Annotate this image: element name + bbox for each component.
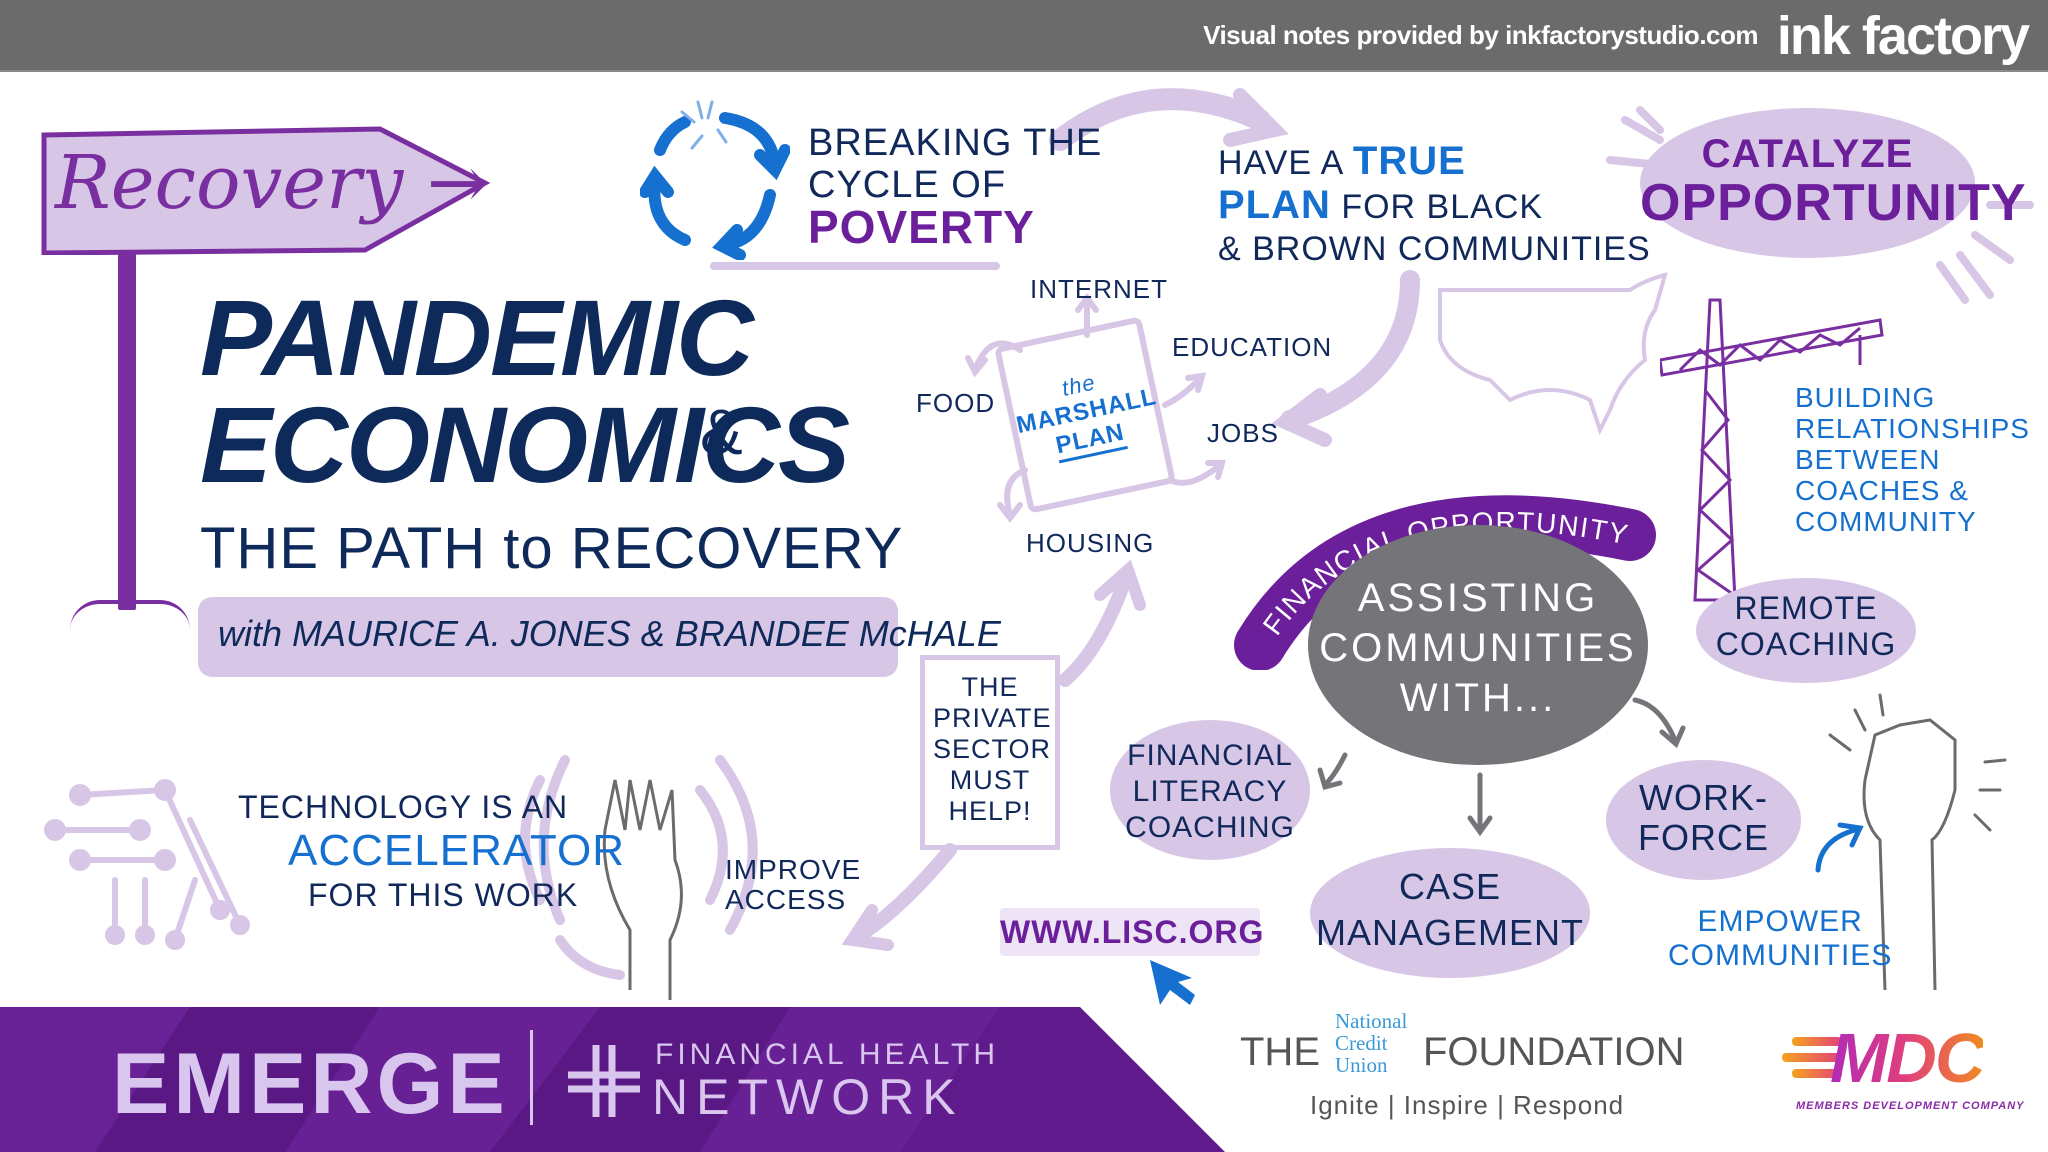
branch-education: EDUCATION — [1172, 332, 1333, 362]
fhn-asterisk-icon — [568, 1045, 640, 1117]
sign-label: Recovery → — [55, 140, 489, 226]
financial-literacy-bubble: FINANCIAL LITERACY COACHING — [1110, 720, 1310, 860]
ncuf-tagline: Ignite | Inspire | Respond — [1310, 1090, 1625, 1120]
catalyze-opportunity-bubble: CATALYZE OPPORTUNITY — [1640, 108, 2026, 258]
speakers-banner: with MAURICE A. JONES & BRANDEE McHALE — [198, 597, 1001, 677]
usa-map-icon — [1438, 272, 1668, 436]
raised-fist-icon — [1862, 718, 1957, 991]
logo-divider — [530, 1030, 533, 1125]
workforce-bubble: WORK- FORCE — [1606, 760, 1801, 880]
mdc-speed-lines-icon — [1782, 1037, 1842, 1078]
cycle-arrows-icon — [640, 100, 790, 260]
mdc-subtitle: MEMBERS DEVELOPMENT COMPANY — [1796, 1100, 2025, 1112]
title-line-2: ECONOMICS — [200, 384, 850, 505]
assisting-communities-bubble: ASSISTING COMMUNITIES WITH... — [1308, 525, 1648, 765]
recovery-sign — [41, 126, 490, 255]
building-relationships-text: BUILDING RELATIONSHIPS BETWEEN COACHES &… — [1795, 382, 2030, 537]
private-sector-speech-box: THE PRIVATE SECTOR MUST HELP! — [920, 655, 1060, 850]
ncuf-foundation: FOUNDATION — [1423, 1030, 1685, 1074]
curved-arrow-icon — [1049, 88, 1271, 151]
title-line-1: PANDEMIC — [200, 277, 754, 398]
lisc-website-link[interactable]: WWW.LISC.ORG — [1000, 908, 1263, 956]
fhn-line-1: FINANCIAL HEALTH — [655, 1038, 1000, 1071]
curved-arrow-icon — [1280, 270, 1420, 430]
sign-base — [70, 600, 190, 630]
title-line-3: THE PATH to RECOVERY — [200, 516, 904, 581]
technology-accelerator-text: TECHNOLOGY is an ACCELERATOR for THIS WO… — [238, 789, 626, 913]
branch-jobs: JOBS — [1207, 418, 1279, 448]
sign-post — [118, 250, 136, 610]
branch-housing: HOUSING — [1026, 528, 1155, 558]
breaking-cycle-text: BREAKING the CYCLE of POVERTY — [808, 122, 1103, 253]
emerge-logo: EMERGE — [112, 1036, 509, 1132]
mdc-logo: MDC — [1830, 1019, 1985, 1097]
ncuf-the: THE — [1240, 1030, 1320, 1074]
cursor-icon — [1150, 960, 1195, 1005]
empower-communities-text: EMPOWER COMMUNITIES — [1668, 905, 1893, 972]
arrow-right-icon: → — [426, 140, 489, 226]
ncuf-name-stack: National Credit Union — [1335, 1009, 1408, 1077]
branch-internet: INTERNET — [1030, 274, 1168, 304]
title-ampersand: & — [700, 396, 743, 468]
fhn-line-2: NETWORK — [652, 1069, 964, 1125]
top-banner — [0, 0, 2048, 72]
case-management-bubble: CASE MANAGEMENT — [1310, 848, 1590, 978]
remote-coaching-bubble: REMOTE COACHING — [1696, 578, 1916, 683]
underline — [710, 262, 1000, 270]
raised-hand-icon — [602, 779, 683, 1000]
true-plan-text: HAVE a TRUE PLAN for BLACK & BROWN COMMU… — [1218, 139, 1651, 268]
ink-factory-logo: ink factory — [1776, 6, 2030, 66]
improve-access-text: IMPROVE ACCESS — [725, 854, 862, 915]
credit-text: Visual notes provided by inkfactorystudi… — [1203, 20, 1758, 50]
branch-food: FOOD — [916, 388, 996, 418]
